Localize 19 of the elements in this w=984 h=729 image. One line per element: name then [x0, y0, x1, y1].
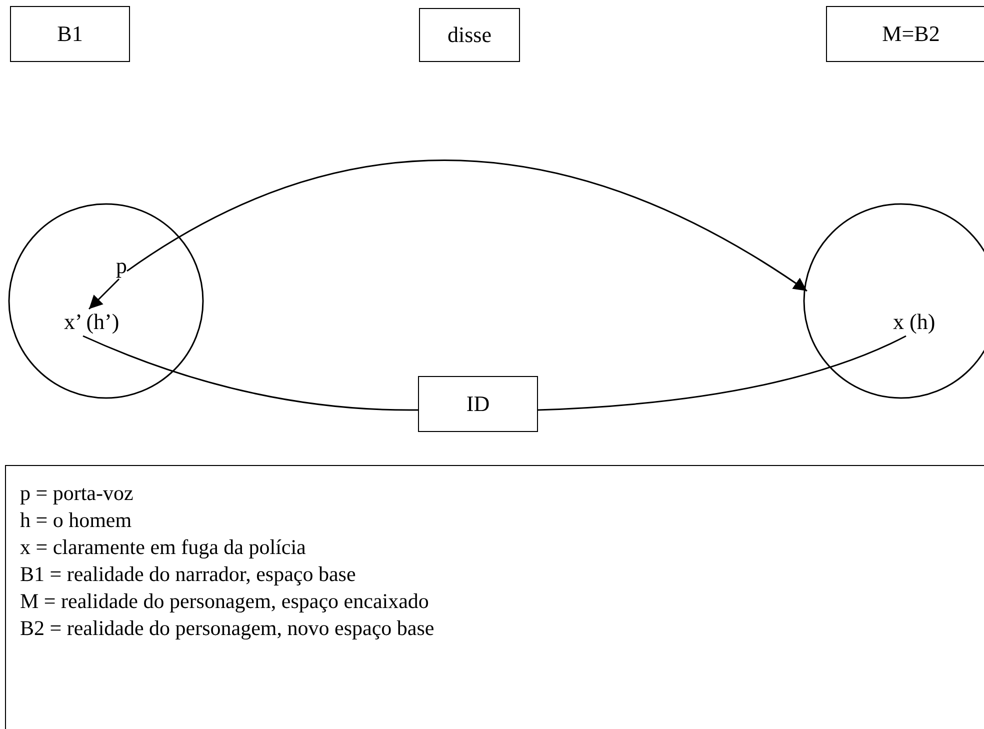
definition-line: x = claramente em fuga da polícia — [20, 534, 306, 561]
connector-line — [82, 335, 418, 411]
element-label: x’ (h’) — [64, 309, 120, 335]
arrow — [126, 160, 808, 292]
legend-box — [5, 465, 984, 729]
label-box: M=B2 — [826, 6, 984, 62]
definition-line: B1 = realidade do narrador, espaço base — [20, 561, 356, 588]
definition-line: p = porta-voz — [20, 480, 134, 507]
connector-line — [538, 335, 906, 411]
label-box: B1 — [10, 6, 130, 62]
definition-line: B2 = realidade do personagem, novo espaço base — [20, 615, 434, 642]
definition-line: M = realidade do personagem, espaço encaixado — [20, 588, 429, 615]
label-box: disse — [419, 8, 520, 62]
label-box: ID — [418, 376, 538, 432]
element-label: p — [116, 253, 127, 279]
arrow — [88, 278, 120, 310]
space-circle — [8, 203, 204, 399]
definition-line: h = o homem — [20, 507, 132, 534]
element-label: x (h) — [893, 309, 936, 335]
